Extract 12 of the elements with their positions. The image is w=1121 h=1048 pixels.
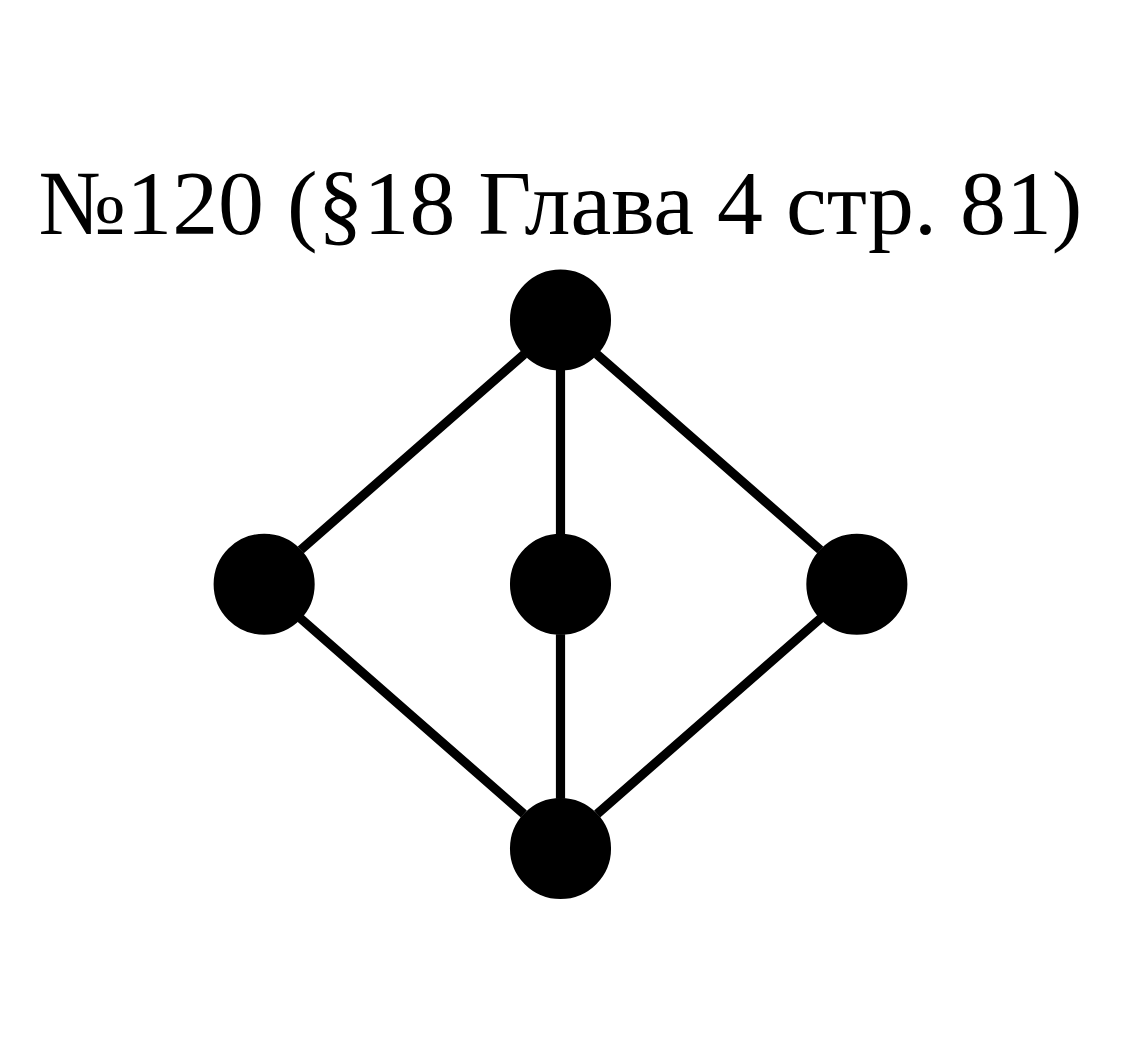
connector [297,350,528,553]
node-circle [213,533,315,635]
node-circle [509,533,612,635]
node-circle [509,797,612,899]
node-circle [806,533,908,635]
connector [297,614,527,817]
connector [555,633,566,799]
connector [594,614,824,817]
connector [593,350,824,553]
diagram-title: №120 (§18 Глава 4 стр. 81) [38,151,1083,254]
connector [555,369,566,535]
node-circle [509,269,612,371]
